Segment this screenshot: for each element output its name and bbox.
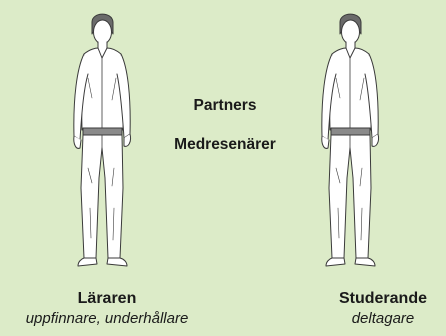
medresenarer-label: Medresenärer [2, 136, 446, 154]
student-role: deltagare [320, 309, 446, 329]
teacher-caption: Läraren uppfinnare, underhållare [3, 289, 211, 329]
teacher-role: uppfinnare, underhållare [3, 309, 211, 329]
student-caption: Studerande deltagare [320, 289, 446, 329]
teacher-name: Läraren [3, 289, 211, 309]
student-name: Studerande [320, 289, 446, 309]
partners-label: Partners [2, 97, 446, 115]
